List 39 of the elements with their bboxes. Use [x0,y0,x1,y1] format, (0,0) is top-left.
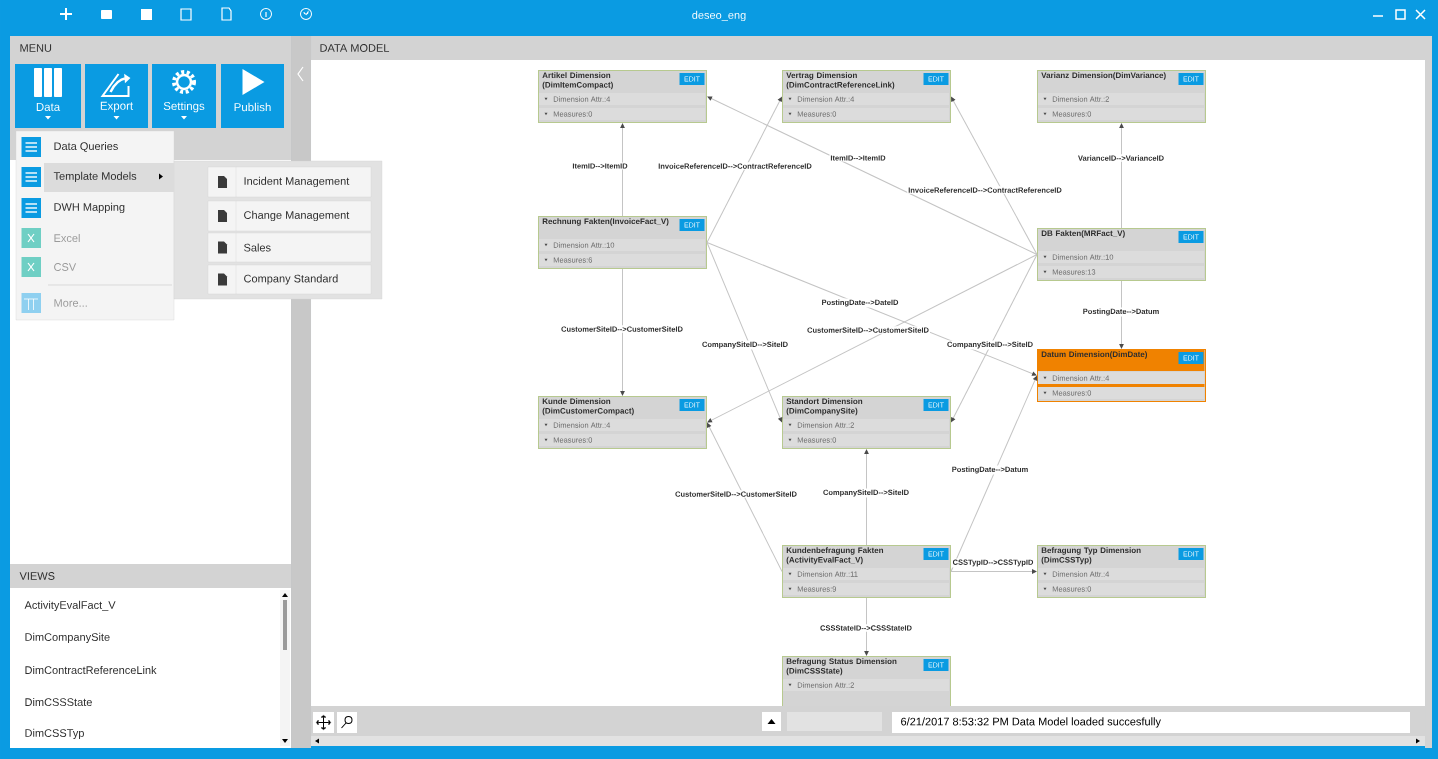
arrow [706,242,783,422]
arrow [620,268,625,396]
arrow [864,597,869,656]
arrow [707,423,783,572]
arrow [951,254,1038,422]
menu-item: Change Management [207,200,372,232]
arrow [1119,123,1124,229]
window-title: deseo_eng [692,10,746,22]
menu-item: More... [21,293,87,313]
list-item: DimCSSTyp [25,728,84,740]
list-item: DimCSSState [25,697,92,707]
arrow [950,376,1038,572]
list-item: DimCompanySite [25,632,110,644]
menu-button: Export [85,64,148,128]
panel-header: MENU [10,36,291,60]
menu-button: Data [15,64,81,128]
menu-button: Publish [221,64,284,128]
arrow [707,96,1038,255]
arrow [707,254,1038,423]
menu-item: CSV [21,257,77,277]
menu-item: Excel [21,228,80,248]
menu-item: Sales [207,232,372,263]
list-item: ActivityEvalFact_V [24,600,116,612]
arrow [951,97,1038,255]
menu-item: Company Standard [207,264,372,295]
menu-item: DWH Mapping [21,198,125,218]
status-field: 6/21/2017 8:53:32 PM Data Model loaded succesfully [892,712,1410,733]
menu-item: Incident Management [207,166,372,198]
list-item: DimContractReferenceLink [25,665,157,675]
menu-item: Data Queries [21,137,118,157]
arrow [950,569,1037,574]
panel-header: DATA MODEL [311,36,1432,60]
menu-item: Template Models [21,163,174,192]
arrow [864,449,869,546]
arrow [706,97,782,243]
arrow [1119,280,1124,349]
panel-header: VIEWS [10,564,291,588]
arrow [620,123,625,217]
menu-button: Settings [152,64,216,128]
